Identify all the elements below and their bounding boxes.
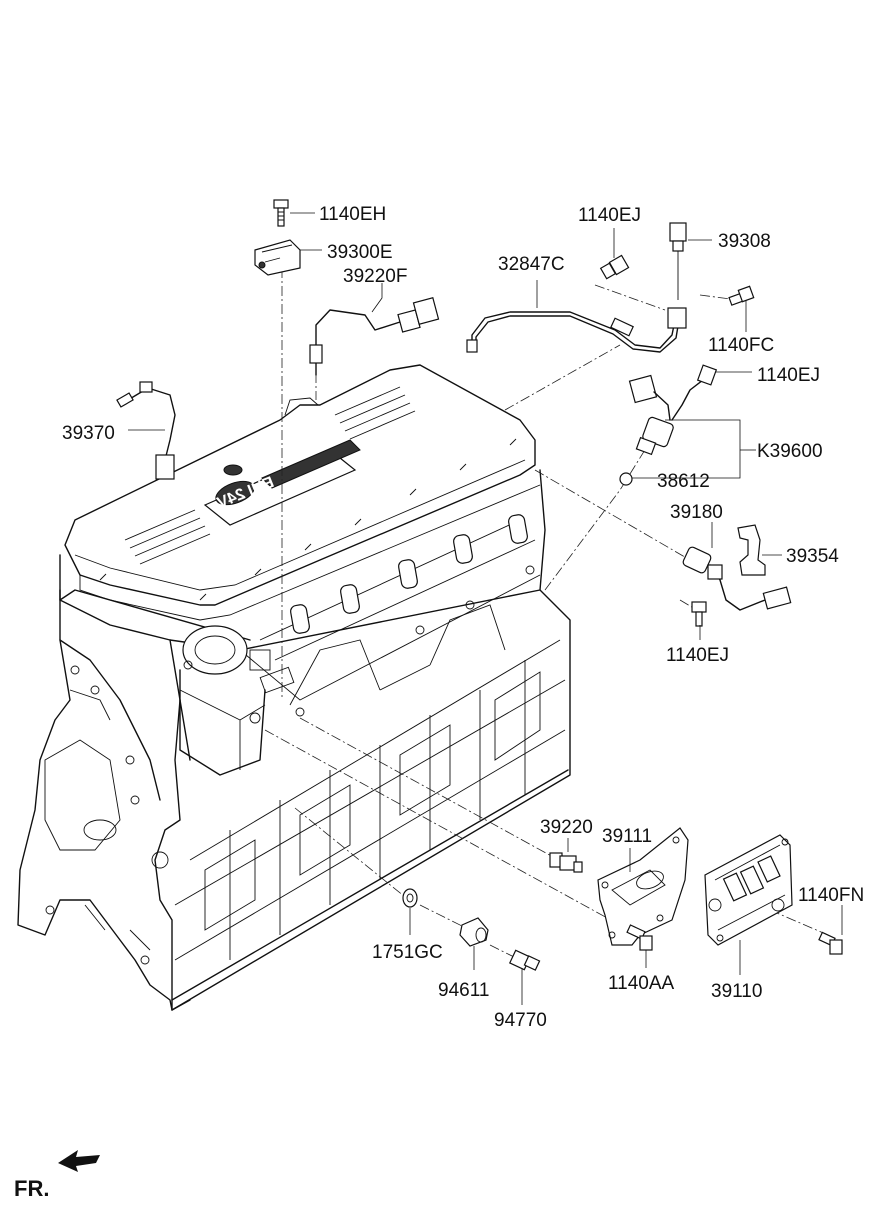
adapter-94611 (459, 917, 489, 947)
bolt-1140EJ-lower (691, 601, 707, 627)
label-1140EJ-right: 1140EJ (757, 365, 820, 386)
sensor-K39600 (619, 364, 718, 486)
engine-block (17, 589, 571, 1011)
label-1140FC: 1140FC (708, 335, 774, 356)
front-direction-indicator: FR. (14, 1150, 100, 1201)
sensor-39308 (669, 222, 687, 300)
label-94611: 94611 (438, 980, 489, 1001)
leader-lines (128, 212, 843, 1005)
label-39354: 39354 (786, 546, 839, 567)
label-39220: 39220 (540, 817, 593, 838)
fuel-line-32847C (466, 307, 687, 353)
washer-1751GC (402, 888, 418, 908)
label-K39600: K39600 (757, 441, 823, 462)
front-arrow-icon (58, 1150, 100, 1172)
cylinder-head (59, 469, 546, 776)
label-1751GC: 1751GC (372, 942, 443, 963)
front-label: FR. (14, 1176, 49, 1201)
label-1140FN: 1140FN (798, 885, 864, 906)
sensor-39300E (254, 239, 301, 276)
sensor-39180 (682, 546, 792, 611)
bracket-39111 (597, 827, 689, 946)
label-1140AA: 1140AA (608, 973, 675, 994)
throttle-body (179, 625, 295, 776)
bracket-39354 (737, 524, 766, 576)
part-labels: 1140EH 39300E 39220F 39370 32847C 1140EJ… (62, 204, 864, 1031)
sensor-94770 (508, 949, 541, 971)
label-39180: 39180 (670, 502, 723, 523)
bolt-1140FC (728, 285, 755, 306)
label-39111: 39111 (602, 826, 652, 847)
sensor-39370 (116, 381, 176, 480)
label-39300E: 39300E (327, 242, 393, 263)
label-39308: 39308 (718, 231, 771, 252)
bolt-1140FN (818, 931, 843, 955)
label-94770: 94770 (494, 1010, 547, 1031)
bolt-1140EH (273, 199, 289, 227)
label-1140EJ-top: 1140EJ (578, 205, 641, 226)
sensor-39220F (309, 297, 440, 376)
valve-cover: EUI 24V (64, 364, 541, 621)
sensor-39220 (549, 852, 583, 873)
bolt-1140EJ-top (599, 254, 630, 280)
label-1140EH: 1140EH (319, 204, 386, 225)
ecu-39110 (704, 834, 793, 946)
label-1140EJ-lower: 1140EJ (666, 645, 729, 666)
label-39220F: 39220F (343, 266, 407, 287)
label-32847C: 32847C (498, 254, 565, 275)
label-39370: 39370 (62, 423, 115, 444)
intake-runners (290, 514, 528, 634)
label-38612: 38612 (657, 471, 710, 492)
label-39110: 39110 (711, 981, 762, 1002)
